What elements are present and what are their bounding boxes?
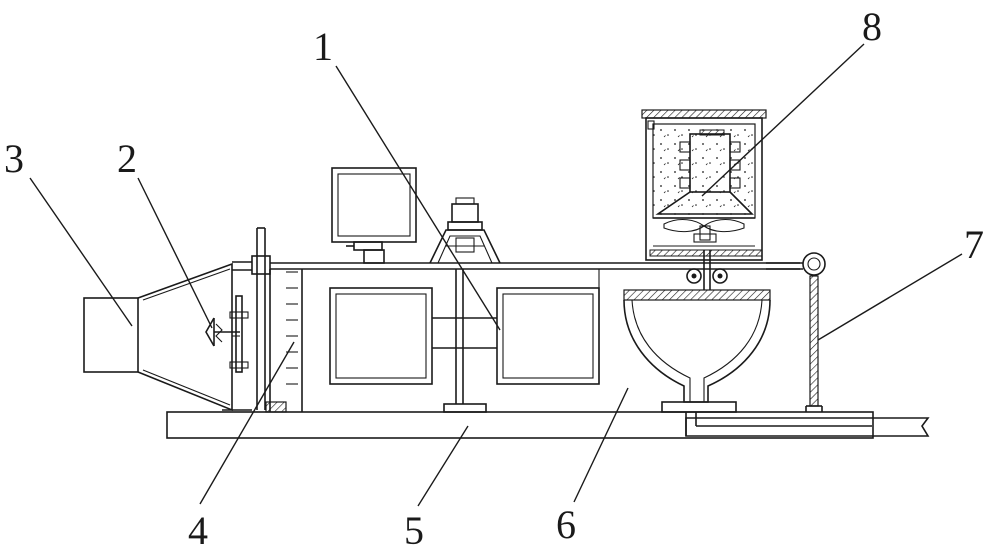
filter-cabinet [641, 109, 767, 261]
label-5: 5 [404, 508, 424, 552]
hopper-bowl [623, 289, 872, 436]
leader-lines [29, 43, 963, 507]
label-6: 6 [556, 502, 576, 547]
base-plate [166, 411, 930, 439]
motor [429, 197, 501, 264]
vertical-pole [251, 227, 271, 410]
label-4: 4 [188, 508, 208, 552]
label-3: 3 [4, 136, 24, 181]
label-7: 7 [964, 222, 984, 267]
label-8: 8 [862, 4, 882, 49]
inlet-funnel [83, 261, 252, 412]
part-labels: 1 2 3 4 5 6 7 8 [4, 4, 984, 552]
support-post [766, 252, 826, 412]
gear-drive [686, 250, 728, 290]
label-2: 2 [117, 136, 137, 181]
label-1: 1 [313, 24, 333, 69]
main-body [265, 262, 800, 413]
monitor [331, 167, 417, 264]
